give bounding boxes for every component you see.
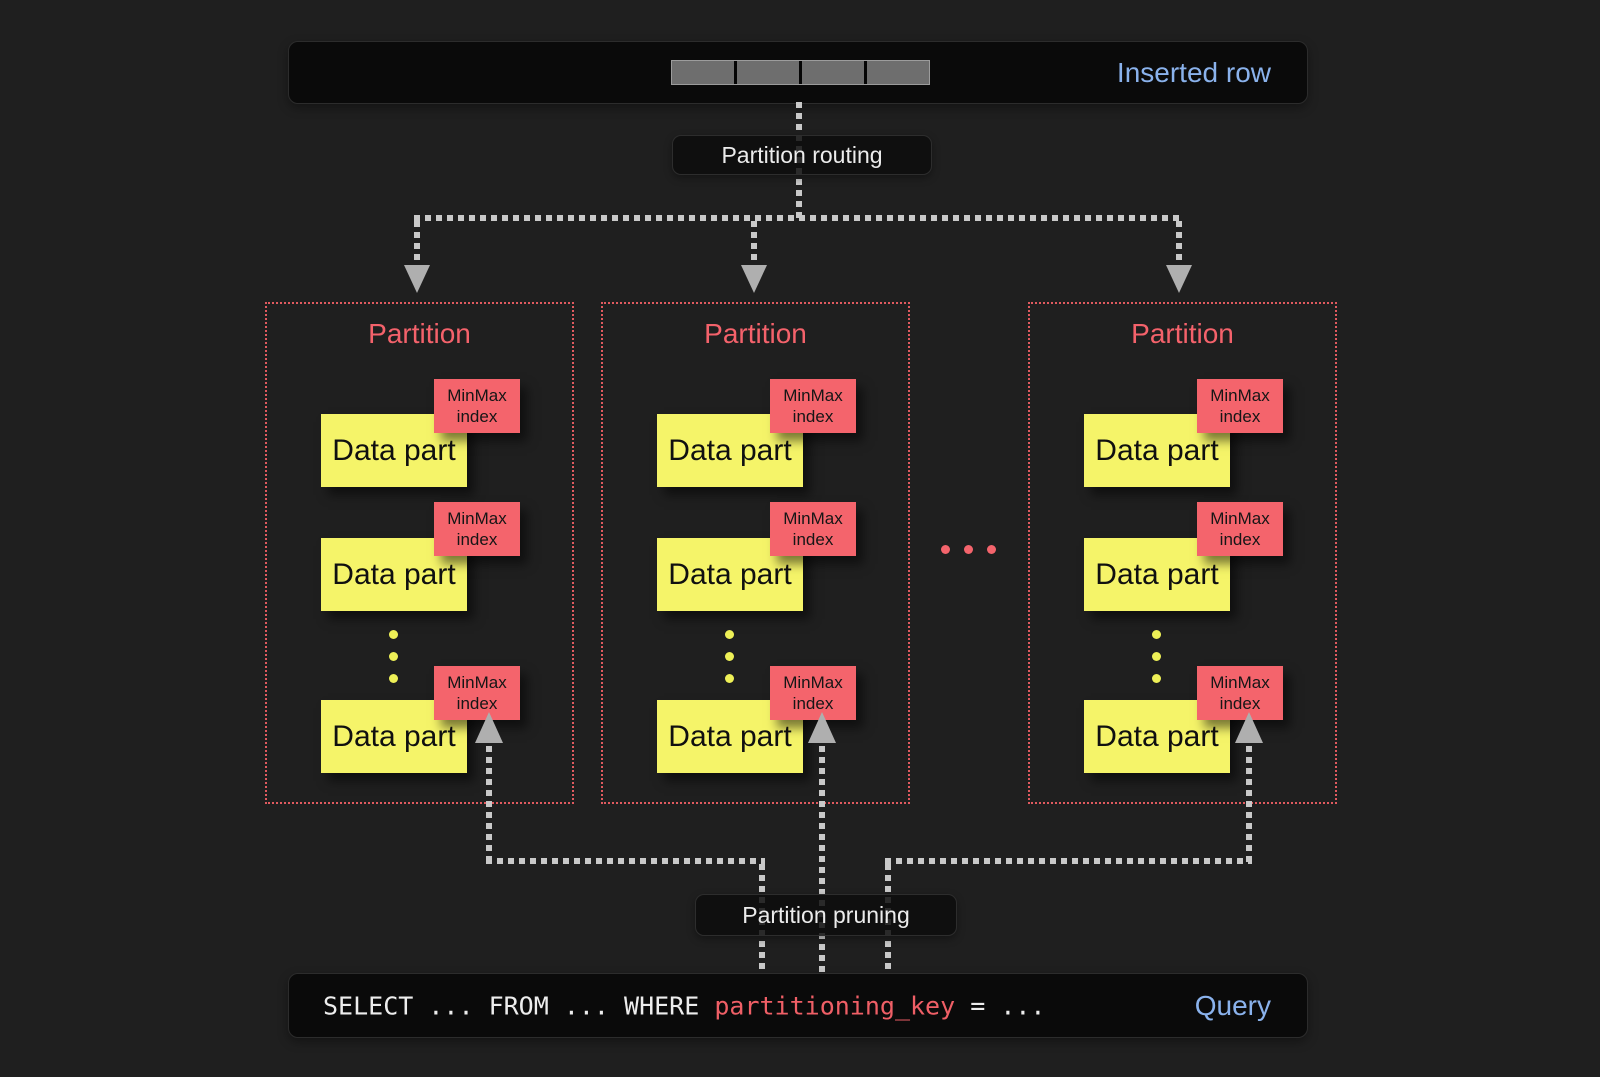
- minmax-index-tag: MinMax index: [770, 502, 856, 556]
- minmax-index-tag: MinMax index: [1197, 666, 1283, 720]
- more-parts-dot: [389, 674, 398, 683]
- more-parts-dot: [389, 652, 398, 661]
- more-parts-dot: [1152, 630, 1161, 639]
- more-parts-dot: [725, 630, 734, 639]
- partitioning-key-text: partitioning_key: [714, 991, 956, 1020]
- arrow-down-icon: [404, 265, 430, 293]
- arrow-down-icon: [741, 265, 767, 293]
- inserted-row-label: Inserted row: [1116, 56, 1271, 88]
- more-parts-dot: [1152, 674, 1161, 683]
- routing-branch-line: [414, 221, 420, 265]
- partition-routing-label: Partition routing: [672, 135, 932, 175]
- partition-pruning-label: Partition pruning: [695, 894, 957, 936]
- sql-keyword-text: SELECT ... FROM ... WHERE: [323, 991, 715, 1020]
- row-cell: [802, 61, 864, 84]
- minmax-index-tag: MinMax index: [1197, 379, 1283, 433]
- row-cell: [737, 61, 799, 84]
- partition-title: Partition: [368, 318, 471, 349]
- row-segments: [671, 60, 930, 85]
- more-parts-dot: [725, 674, 734, 683]
- minmax-index-tag: MinMax index: [434, 666, 520, 720]
- minmax-index-tag: MinMax index: [1197, 502, 1283, 556]
- pruning-line: [1246, 746, 1252, 864]
- partition-title: Partition: [1131, 318, 1234, 349]
- row-cell: [672, 61, 734, 84]
- minmax-index-tag: MinMax index: [434, 502, 520, 556]
- partition-box: Partition MinMax index Data part MinMax …: [601, 302, 910, 804]
- routing-branch-line: [751, 221, 757, 265]
- more-parts-dot: [1152, 652, 1161, 661]
- sql-suffix-text: = ...: [955, 991, 1046, 1020]
- partition-box: Partition MinMax index Data part MinMax …: [265, 302, 574, 804]
- row-cell: [867, 61, 929, 84]
- query-bar: SELECT ... FROM ... WHERE partitioning_k…: [288, 973, 1308, 1038]
- more-parts-dot: [725, 652, 734, 661]
- pruning-line: [486, 858, 765, 864]
- query-label: Query: [1194, 989, 1271, 1021]
- arrow-down-icon: [1166, 265, 1192, 293]
- query-sql-text: SELECT ... FROM ... WHERE partitioning_k…: [323, 991, 1045, 1020]
- arrow-up-icon: [1235, 712, 1263, 743]
- data-part-box: Data part: [1084, 538, 1230, 611]
- inserted-row-bar: Inserted row: [288, 41, 1308, 104]
- routing-fanout-line: [414, 215, 1182, 221]
- more-partitions-ellipsis: [941, 545, 996, 554]
- partition-box: Partition MinMax index Data part MinMax …: [1028, 302, 1337, 804]
- minmax-index-tag: MinMax index: [770, 666, 856, 720]
- pruning-line: [486, 746, 492, 864]
- minmax-index-tag: MinMax index: [770, 379, 856, 433]
- arrow-up-icon: [808, 712, 836, 743]
- pruning-line: [819, 746, 825, 973]
- arrow-up-icon: [475, 712, 503, 743]
- pruning-line: [885, 858, 1252, 864]
- data-part-box: Data part: [1084, 700, 1230, 773]
- data-part-box: Data part: [321, 700, 467, 773]
- partition-title: Partition: [704, 318, 807, 349]
- minmax-index-tag: MinMax index: [434, 379, 520, 433]
- routing-branch-line: [1176, 221, 1182, 265]
- more-parts-dot: [389, 630, 398, 639]
